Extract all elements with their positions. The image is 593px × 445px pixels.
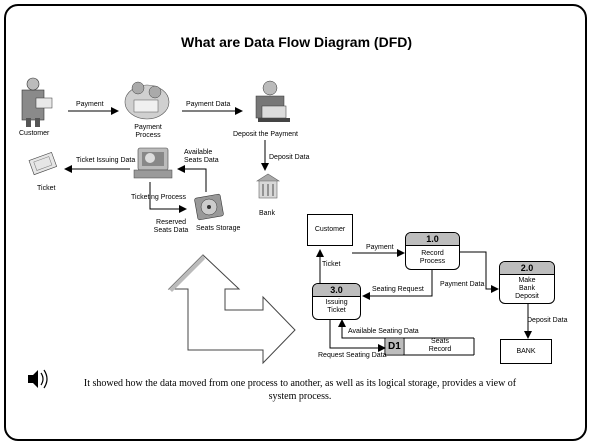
left-customer-label: Customer: [19, 130, 50, 137]
process-issuing-name: Issuing Ticket: [325, 299, 348, 314]
process-issuing-id: 3.0: [313, 284, 360, 297]
bank-entity: BANK: [500, 339, 552, 364]
data-store-id: D1: [388, 341, 401, 352]
left-reserved-seats-data-label: Reserved Seats Data: [153, 219, 189, 234]
right-ticket-label: Ticket: [322, 261, 341, 268]
right-request-seating-data-label: Request Seating Data: [318, 352, 387, 359]
right-seating-request-label: Seating Request: [372, 286, 424, 293]
process-make-bank-deposit: 2.0 Make Bank Deposit: [499, 261, 555, 304]
right-payment-data-label: Payment Data: [440, 281, 485, 288]
left-deposit-payment-label: Deposit the Payment: [233, 131, 298, 138]
left-ticketing-process-label: Ticketing Process: [131, 194, 186, 201]
ticket-icon: [28, 151, 58, 176]
ticketing-computer-icon: [133, 147, 173, 179]
process-record: 1.0 Record Process: [405, 232, 460, 270]
bank-building-icon: [255, 173, 281, 199]
left-seats-storage-label: Seats Storage: [196, 225, 241, 232]
customer-figure-icon: [21, 77, 53, 127]
data-store-name: Seats Record: [428, 338, 452, 353]
process-record-id: 1.0: [406, 233, 459, 246]
left-ticket-label: Ticket: [37, 185, 56, 192]
payment-process-figure-icon: [124, 81, 170, 120]
right-payment-label: Payment: [366, 244, 394, 251]
slide-caption: It showed how the data moved from one pr…: [83, 378, 517, 402]
process-deposit-id: 2.0: [500, 262, 554, 275]
seats-storage-disk-icon: [194, 193, 224, 221]
process-deposit-name: Make Bank Deposit: [515, 277, 539, 300]
left-bank-label: Bank: [259, 210, 275, 217]
left-payment-data-label: Payment Data: [186, 101, 231, 108]
customer-entity: Customer: [307, 214, 353, 246]
process-issuing-ticket: 3.0 Issuing Ticket: [312, 283, 361, 320]
right-deposit-data-label: Deposit Data: [527, 317, 568, 324]
right-available-seating-data-label: Available Seating Data: [348, 328, 419, 335]
slide-frame: [4, 4, 587, 441]
process-record-name: Record Process: [419, 250, 446, 265]
deposit-figure-icon: [255, 80, 290, 122]
left-available-seats-data-label: Available Seats Data: [184, 149, 219, 164]
left-payment-label: Payment: [76, 101, 104, 108]
left-payment-process-label: Payment Process: [134, 124, 162, 139]
left-ticket-issuing-data-label: Ticket Issuing Data: [76, 157, 136, 164]
left-deposit-data-label: Deposit Data: [269, 154, 310, 161]
slide-title: What are Data Flow Diagram (DFD): [180, 34, 413, 50]
